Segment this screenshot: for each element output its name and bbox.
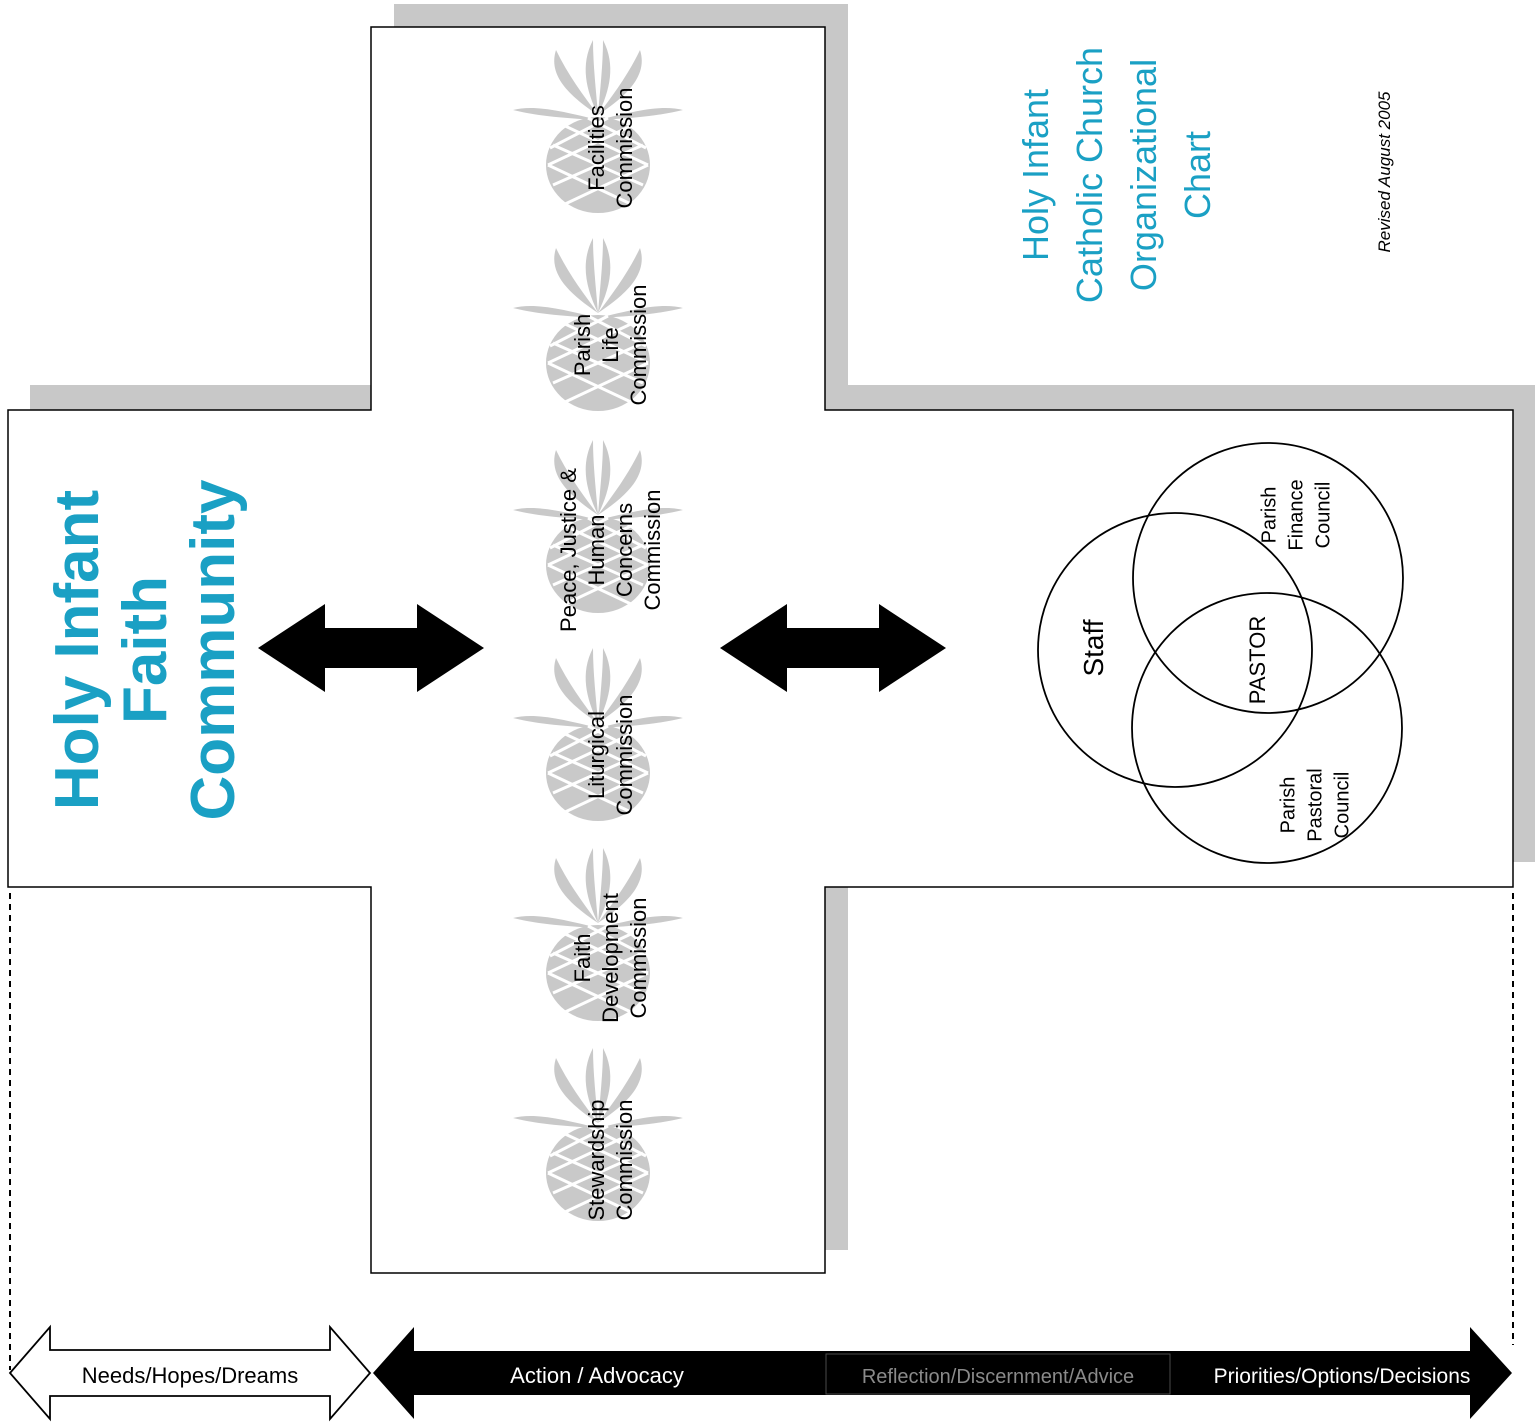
staff-label: Staff xyxy=(1078,619,1109,676)
needs-label: Needs/Hopes/Dreams xyxy=(82,1363,298,1388)
text-line: Commission xyxy=(626,284,651,405)
text-line: Community xyxy=(179,479,248,821)
needs-arrow xyxy=(8,1324,372,1422)
staff-circle xyxy=(1037,512,1313,788)
text-line: Commission xyxy=(612,87,637,208)
text-line: Pastoral xyxy=(1304,768,1326,841)
pastor-label: PASTOR xyxy=(1245,616,1270,704)
text-line: Parish xyxy=(1258,487,1280,544)
text-line: Catholic Church xyxy=(1069,47,1110,303)
action-label: Action / Advocacy xyxy=(510,1363,684,1388)
text-line: Peace, Justice & xyxy=(556,468,581,632)
text-line: Holy Infant xyxy=(1015,89,1056,261)
text-line: Parish xyxy=(570,314,595,376)
text-line: Liturgical xyxy=(584,711,609,799)
community-commissions-double-arrow xyxy=(258,604,484,692)
text-line: Council xyxy=(1313,482,1335,549)
finance-council-circle xyxy=(1132,442,1404,714)
text-line: Council xyxy=(1332,772,1354,839)
text-line: Stewardship xyxy=(584,1099,609,1220)
text-line: Parish xyxy=(1277,777,1299,834)
commissions-leadership-double-arrow xyxy=(720,604,946,692)
revised-date: Revised August 2005 xyxy=(1375,91,1394,253)
priorities-label: Priorities/Options/Decisions xyxy=(1214,1365,1471,1388)
text-line: Development xyxy=(598,893,623,1023)
text-line: Commission xyxy=(626,897,651,1018)
text-line: Life xyxy=(598,327,623,362)
community-title: Holy InfantFaithCommunity xyxy=(43,479,248,821)
chart-title: Holy Infant Catholic Church Organizational… xyxy=(1015,47,1218,303)
text-line: Organizational xyxy=(1123,59,1164,291)
text-line: Commission xyxy=(612,1099,637,1220)
text-line: Holy Infant xyxy=(43,490,112,810)
text-line: Concerns xyxy=(612,503,637,597)
reflection-label: Reflection/Discernment/Advice xyxy=(862,1366,1134,1388)
text-line: Human xyxy=(584,515,609,586)
reflection-segment xyxy=(825,1353,1171,1395)
text-line: Finance xyxy=(1285,479,1307,550)
text-line: Facilities xyxy=(584,105,609,191)
text-line: Commission xyxy=(612,694,637,815)
text-line: Faith xyxy=(111,576,180,724)
text-line: Commission xyxy=(640,489,665,610)
text-line: Faith xyxy=(570,934,595,983)
text-line: Chart xyxy=(1177,131,1218,219)
pastoral-council-circle xyxy=(1131,592,1403,864)
